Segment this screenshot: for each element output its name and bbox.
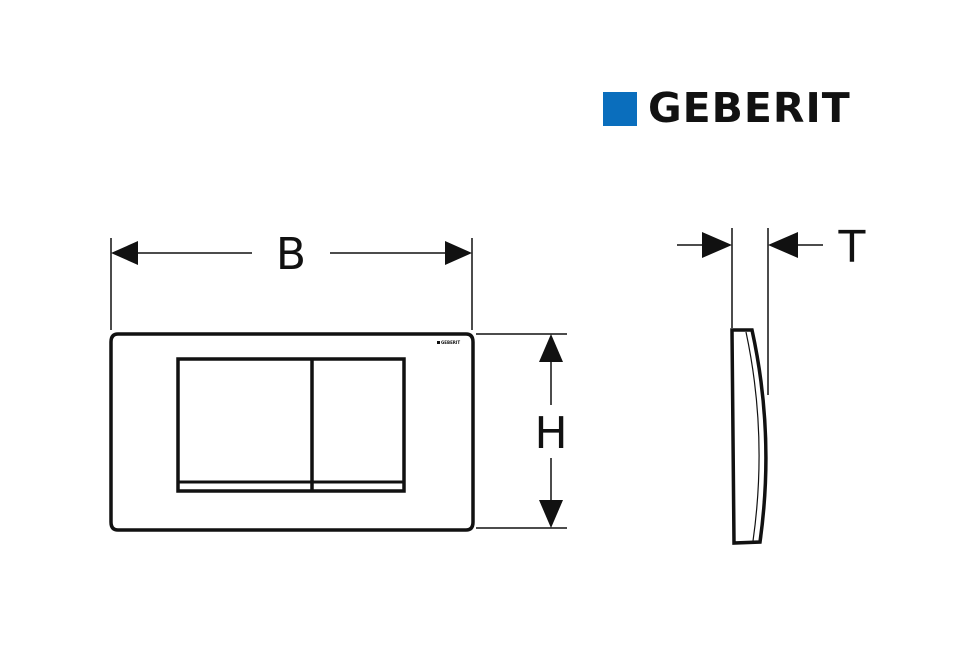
b-arrow-right-icon <box>445 241 472 265</box>
plate-logo-square-icon <box>437 341 440 344</box>
plate-logo-text: GEBERIT <box>441 340 460 345</box>
flush-plate-side-inner <box>745 331 760 542</box>
b-arrow-left-icon <box>111 241 138 265</box>
logo-square-icon <box>603 91 637 126</box>
flush-buttons-outline <box>176 357 406 493</box>
flush-plate-front <box>109 332 475 532</box>
b-label: B <box>276 229 306 280</box>
h-arrow-bottom-icon <box>539 500 563 528</box>
flush-plate-side <box>730 328 768 545</box>
t-label: T <box>838 222 866 273</box>
geberit-logo: GEBERIT <box>603 88 851 129</box>
h-label: H <box>534 408 567 459</box>
h-arrow-top-icon <box>539 334 563 362</box>
logo-text: GEBERIT <box>648 84 851 132</box>
t-arrow-right-icon <box>768 232 798 258</box>
t-arrow-left-icon <box>702 232 732 258</box>
